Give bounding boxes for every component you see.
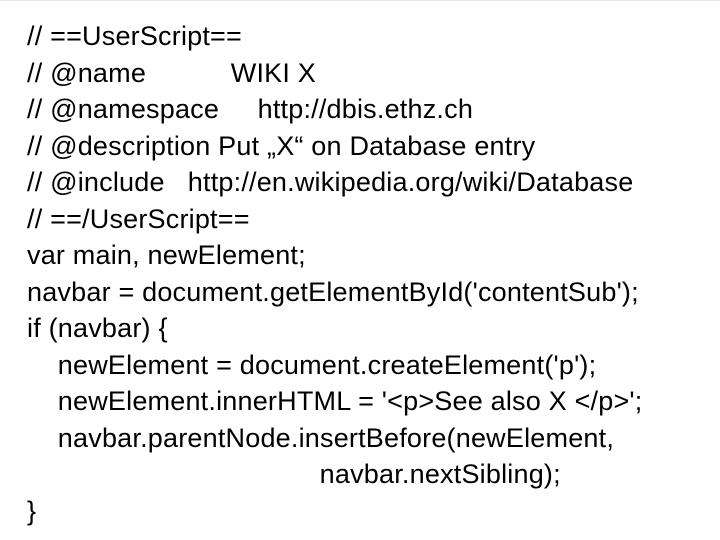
code-line-insertbefore: navbar.parentNode.insertBefore(newElemen… bbox=[27, 422, 615, 453]
code-line-name-directive: // @name WIKI X bbox=[27, 57, 316, 88]
code-line-getelementbyid: navbar = document.getElementById('conten… bbox=[27, 276, 639, 307]
code-line-userscript-header-open: // ==UserScript== bbox=[27, 21, 242, 51]
code-line-include-directive: // @include http://en.wikipedia.org/wiki… bbox=[27, 167, 634, 197]
code-line-userscript-header-close: // ==/UserScript== bbox=[27, 203, 250, 234]
code-line-namespace-directive: // @namespace http://dbis.ethz.ch bbox=[27, 94, 474, 124]
userscript-code-block: // ==UserScript== // @name WIKI X // @na… bbox=[27, 18, 720, 529]
code-line-description-directive: // @description Put „X“ on Database entr… bbox=[27, 130, 536, 161]
code-line-innerhtml: newElement.innerHTML = '<p>See also X </… bbox=[27, 386, 643, 416]
code-line-nextsibling: navbar.nextSibling); bbox=[27, 459, 561, 489]
code-line-if-close: } bbox=[27, 495, 37, 526]
code-line-var-declaration: var main, newElement; bbox=[27, 240, 306, 270]
code-line-if-open: if (navbar) { bbox=[27, 313, 168, 343]
code-line-createelement: newElement = document.createElement('p')… bbox=[27, 349, 597, 380]
